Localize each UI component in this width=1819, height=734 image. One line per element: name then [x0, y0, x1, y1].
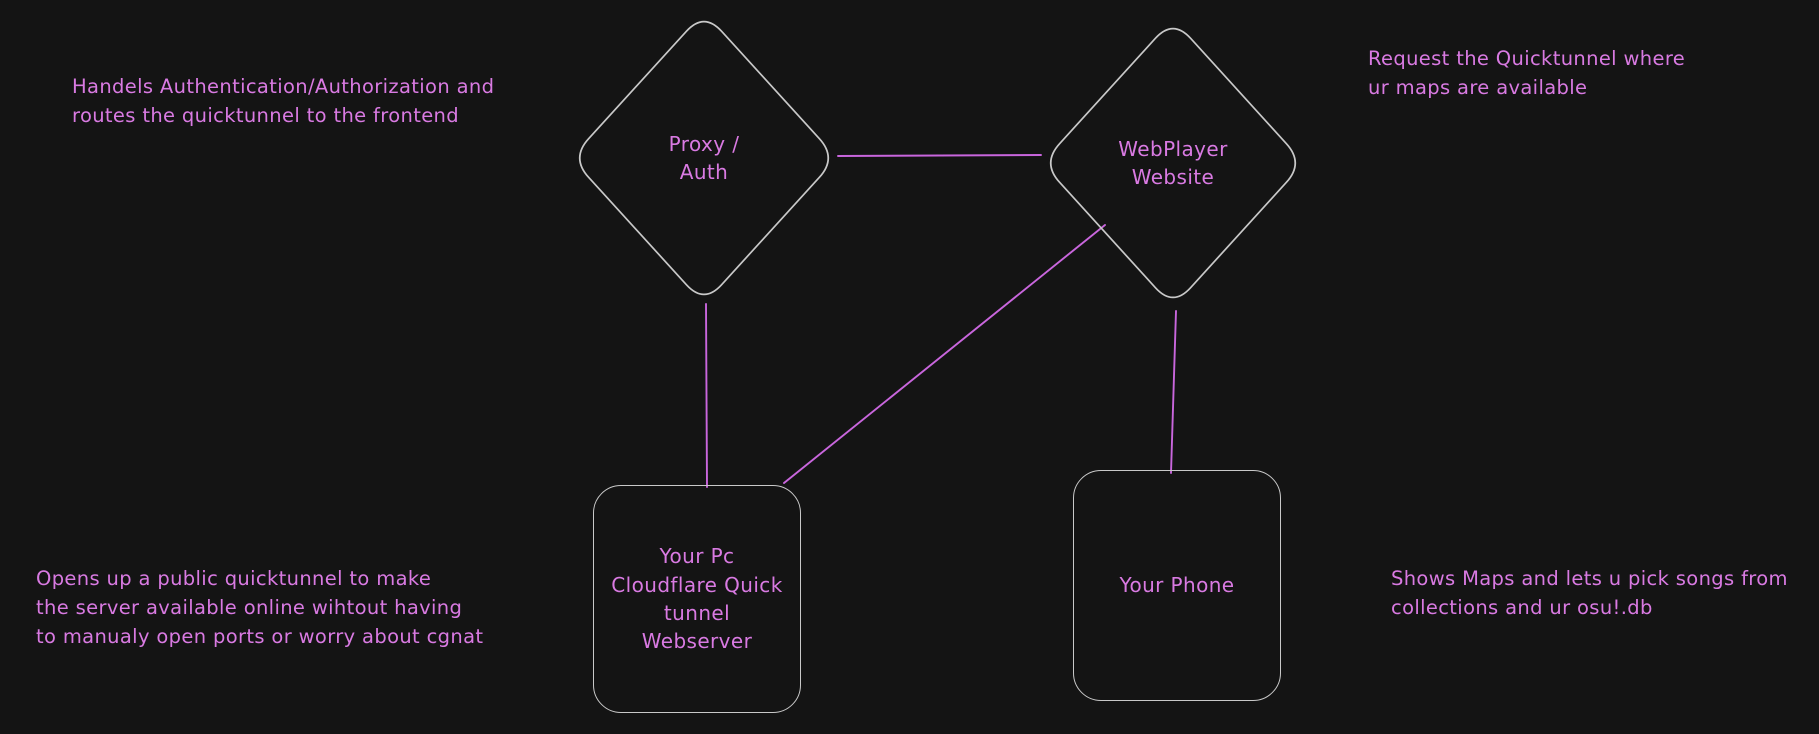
node-shape-diamond	[578, 20, 830, 296]
annotation-note-webplayer: Request the Quicktunnel where ur maps ar…	[1368, 47, 1686, 99]
node-label-your-phone: Your Phone	[1119, 573, 1235, 598]
edge-proxy-to-your-pc[interactable]	[705, 303, 708, 488]
annotation-note-your-phone: Shows Maps and lets u pick songs from co…	[1391, 567, 1788, 619]
node-your-phone[interactable]: Your Phone	[1073, 470, 1281, 701]
annotation-note-proxy-auth: Handels Authentication/Authorization and…	[72, 75, 495, 127]
edge-webplayer-to-your-phone[interactable]	[1170, 310, 1177, 474]
node-your-pc[interactable]: Your Pc Cloudflare Quick tunnel Webserve…	[593, 485, 801, 713]
node-label-your-pc: Your Pc Cloudflare Quick tunnel Webserve…	[611, 544, 783, 654]
edge-proxy-to-webplayer[interactable]	[837, 154, 1042, 157]
node-shape-diamond	[1049, 27, 1297, 299]
annotation-note-your-pc: Opens up a public quicktunnel to make th…	[36, 567, 484, 648]
node-webplayer-website[interactable]: WebPlayer Website	[1042, 19, 1304, 307]
node-proxy-auth[interactable]: Proxy / Auth	[571, 12, 837, 304]
